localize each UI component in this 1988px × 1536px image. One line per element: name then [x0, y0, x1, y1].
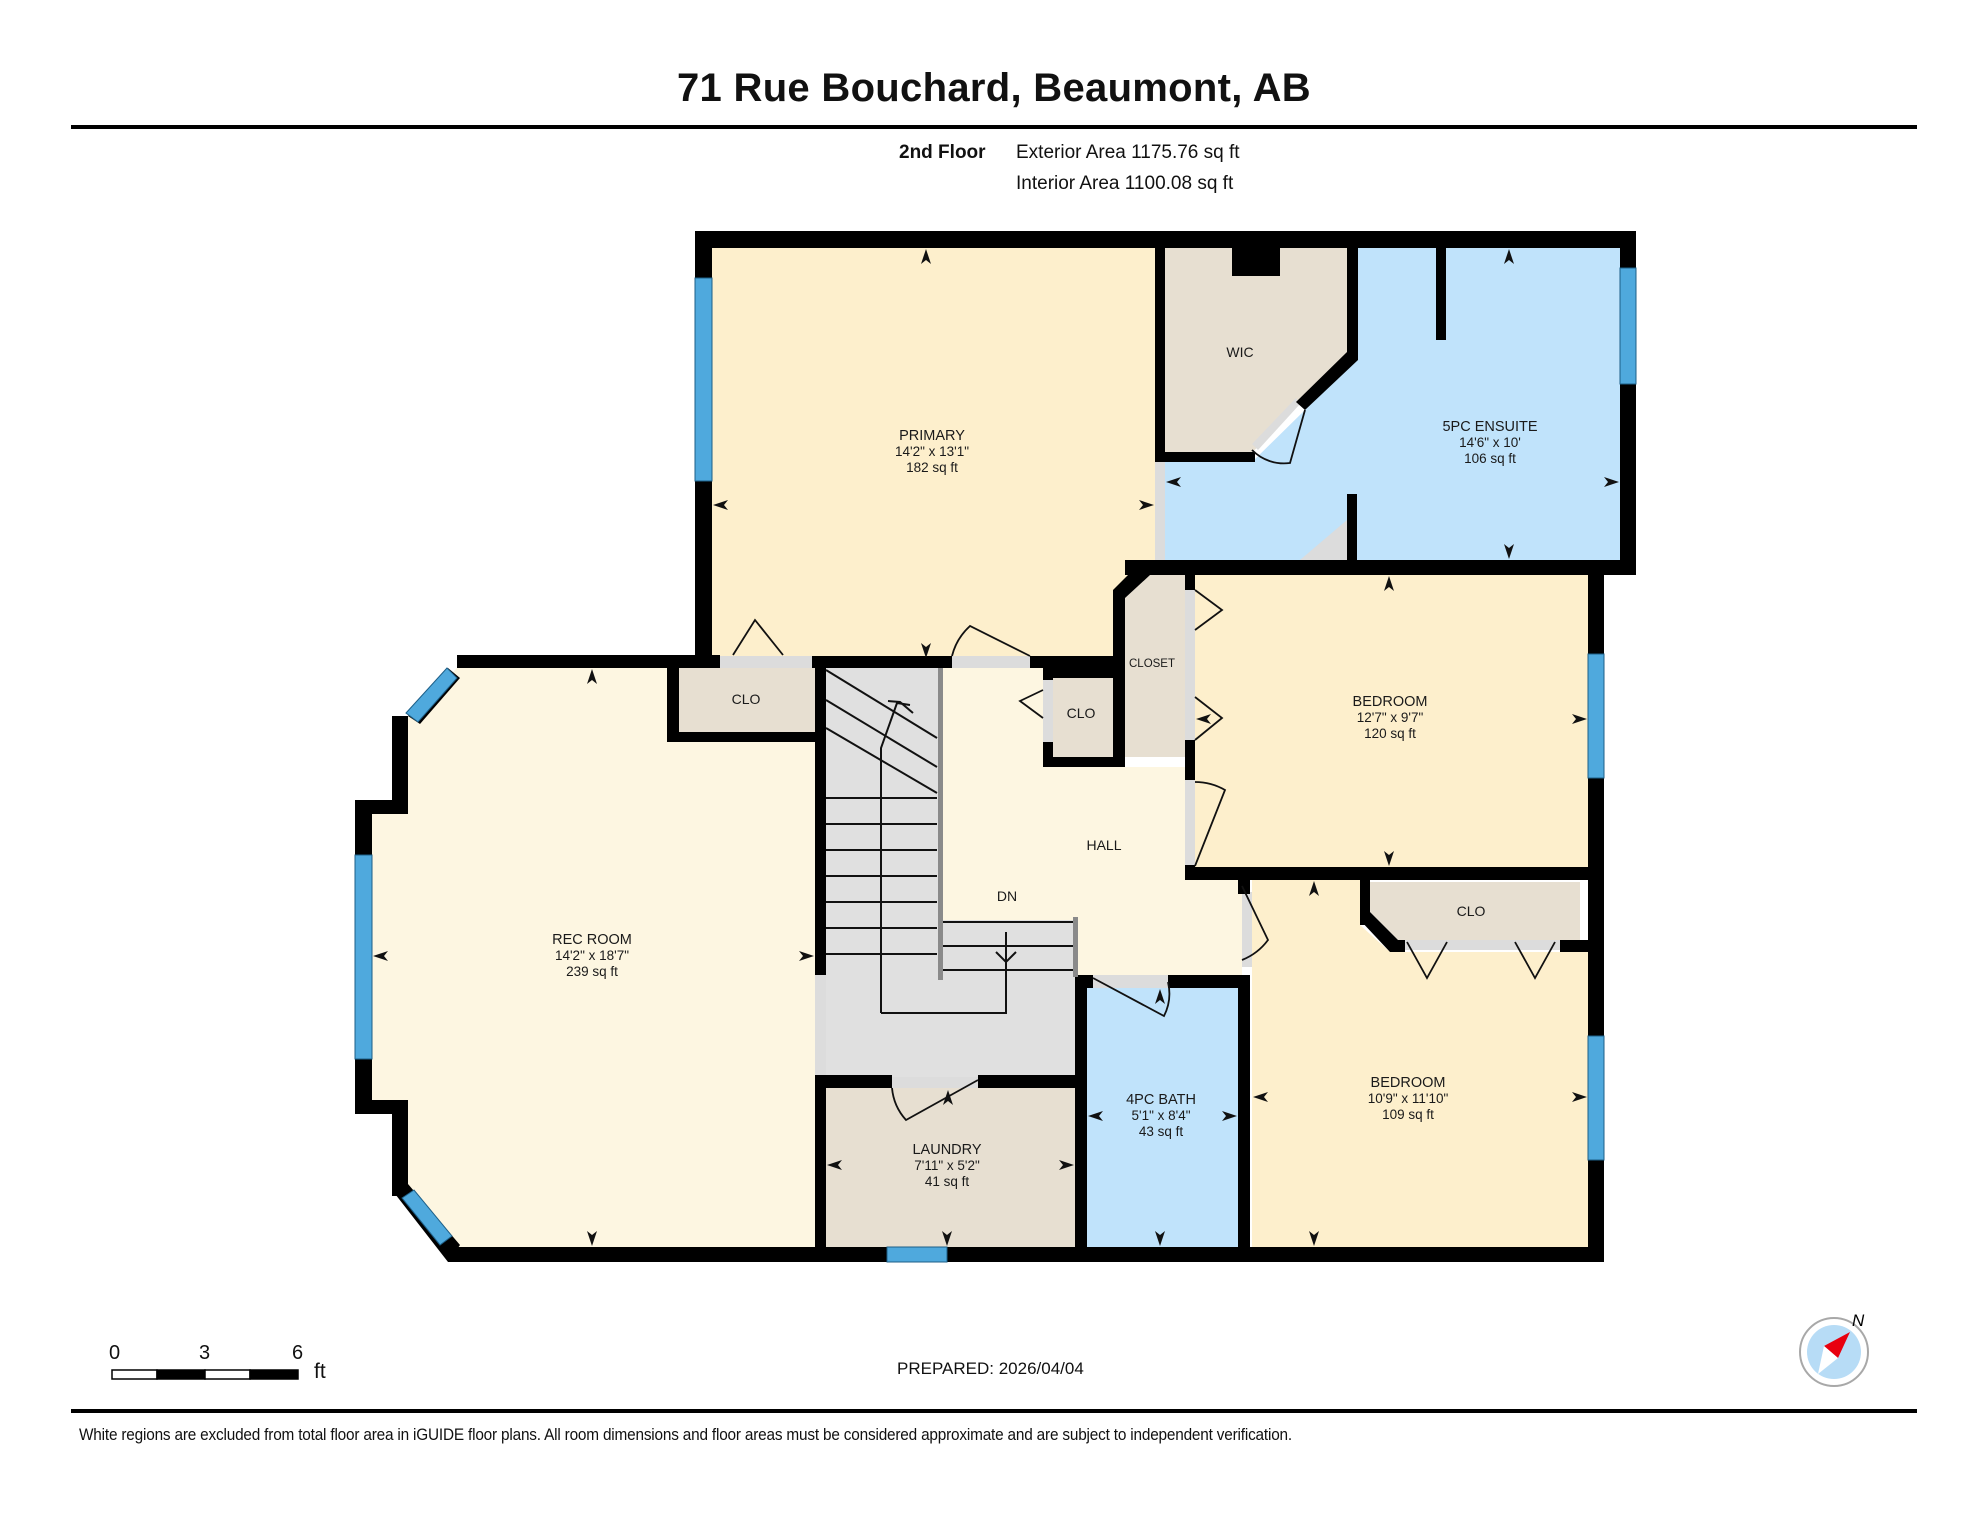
room-bedroom1-label: BEDROOM 12'7" x 9'7" 120 sq ft — [1352, 694, 1428, 741]
scale-tick-0: 0 — [109, 1342, 121, 1364]
page-title: 71 Rue Bouchard, Beaumont, AB — [677, 66, 1311, 110]
scale-unit: ft — [314, 1360, 326, 1383]
windows — [354, 267, 1637, 1263]
room-bedroom2-fill — [1252, 880, 1588, 1248]
room-bedroom1-fill — [1195, 575, 1588, 867]
room-primary-fill — [712, 248, 1155, 660]
room-hall-label: HALL — [1086, 837, 1122, 853]
room-rec-fill — [372, 668, 815, 1248]
dimension-arrows — [373, 249, 1619, 1246]
disclaimer-text: White regions are excluded from total fl… — [79, 1426, 1292, 1444]
room-closet-fill — [1125, 575, 1185, 757]
room-bath-fill — [1087, 988, 1238, 1248]
exterior-area: Exterior Area 1175.76 sq ft — [1016, 142, 1240, 163]
scale-bar — [111, 1369, 299, 1380]
room-clo-hall-fill — [1053, 668, 1113, 757]
compass-n-label: N — [1852, 1311, 1865, 1330]
header-divider — [71, 125, 1917, 129]
room-clo-hall-label: CLO — [1066, 705, 1096, 721]
room-bedroom2-label: BEDROOM 10'9" x 11'10" 109 sq ft — [1367, 1075, 1449, 1122]
room-ensuite-fill — [1165, 248, 1620, 560]
room-clo-bed2-label: CLO — [1456, 903, 1486, 919]
scale-tick-3: 3 — [199, 1342, 211, 1364]
interior-area: Interior Area 1100.08 sq ft — [1016, 173, 1234, 194]
room-clo-rec-fill — [679, 668, 815, 732]
stair-lines — [825, 669, 1073, 1014]
room-clo-bed2-fill — [1370, 882, 1580, 940]
compass-icon: N — [1796, 1308, 1886, 1393]
room-laundry-fill — [826, 1088, 1075, 1248]
room-wic-label: WIC — [1226, 344, 1254, 360]
room-clo-rec-label: CLO — [731, 691, 761, 707]
prepared-date: PREPARED: 2026/04/04 — [897, 1359, 1084, 1378]
stairs-down-label: DN — [996, 888, 1018, 904]
door-swings — [732, 409, 1556, 1122]
scale-tick-6: 6 — [292, 1342, 304, 1364]
floor-label: 2nd Floor — [899, 142, 986, 163]
room-rec-label: REC ROOM 14'2" x 18'7" 239 sq ft — [552, 932, 632, 979]
room-primary-label: PRIMARY 14'2" x 13'1" 182 sq ft — [894, 428, 970, 475]
room-wic-fill — [1165, 248, 1347, 452]
room-laundry-label: LAUNDRY 7'11" x 5'2" 41 sq ft — [912, 1142, 982, 1189]
room-bath-label: 4PC BATH 5'1" x 8'4" 43 sq ft — [1126, 1092, 1196, 1139]
room-closet-label: CLOSET — [1128, 658, 1176, 670]
room-ensuite-label: 5PC ENSUITE 14'6" x 10' 106 sq ft — [1442, 419, 1538, 466]
